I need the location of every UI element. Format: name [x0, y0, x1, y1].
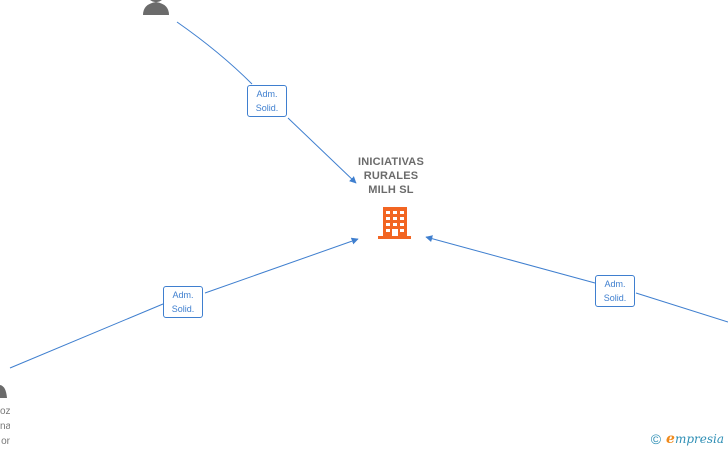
- role-badge-right[interactable]: Adm. Solid.: [595, 275, 635, 307]
- role-badge-left[interactable]: Adm. Solid.: [163, 286, 203, 318]
- role-label-line: Solid.: [255, 103, 279, 113]
- company-name-line: RURALES: [363, 170, 419, 182]
- company-name-line: INICIATIVAS: [358, 156, 424, 168]
- company-name-line: MILH SL: [368, 184, 414, 196]
- brand-logo-text: mpresia: [674, 432, 724, 446]
- person-name-label[interactable]: oz na or: [0, 404, 10, 449]
- building-icon[interactable]: [378, 207, 411, 239]
- copyright-icon: ©: [650, 431, 662, 447]
- role-badge-top[interactable]: Adm. Solid.: [247, 85, 287, 117]
- person-name-line: na: [0, 421, 10, 432]
- edge-left-person: [9, 239, 358, 369]
- brand-logo-initial: e: [666, 431, 675, 447]
- person-icon[interactable]: [0, 385, 7, 398]
- edge-top-person: [176, 21, 356, 183]
- role-label-line: Solid.: [603, 293, 627, 303]
- edge-right-person: [426, 237, 728, 323]
- person-name-line: or: [1, 436, 10, 447]
- role-label-line: Adm.: [172, 290, 194, 300]
- person-name-line: oz: [0, 406, 10, 417]
- role-label-line: Adm.: [604, 279, 626, 289]
- company-name[interactable]: INICIATIVAS RURALES MILH SL: [336, 155, 446, 197]
- role-label-line: Adm.: [256, 89, 278, 99]
- role-label-line: Solid.: [171, 304, 195, 314]
- person-icon[interactable]: [143, 0, 169, 15]
